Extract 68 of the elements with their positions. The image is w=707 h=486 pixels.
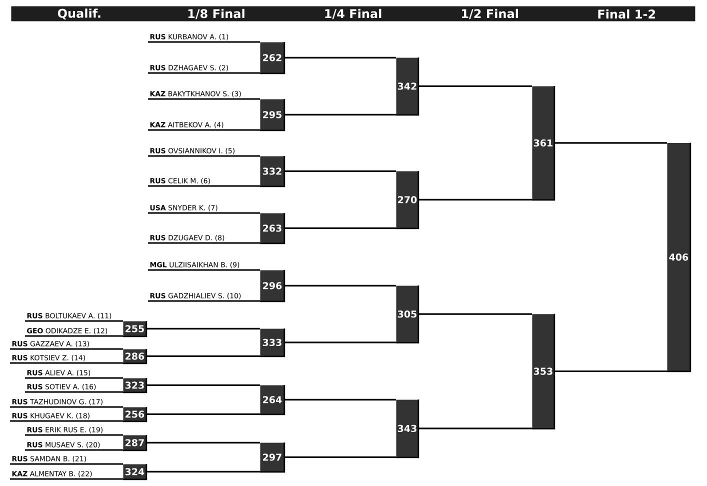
match-box: 332 [260,156,286,188]
bracket-line [418,313,532,315]
match-box: 343 [396,400,420,458]
match-box: 270 [396,171,420,230]
round-heading: 1/8 Final [188,8,244,20]
match-box: 406 [667,142,692,372]
bracket-line [148,242,260,244]
bracket-line [10,348,123,350]
bracket-line [554,142,667,144]
match-box: 286 [123,349,148,364]
match-box: 297 [260,442,286,473]
bracket-line [148,41,260,43]
match-box: 305 [396,286,420,344]
round-heading: Qualif. [58,8,100,20]
bracket-line [146,413,260,415]
bracket-line [10,406,123,408]
bracket-line [25,391,123,393]
match-box: 342 [396,58,420,116]
bracket-line [148,72,260,74]
bracket-line [284,284,396,286]
match-box: 262 [260,42,286,74]
bracket-line [148,212,260,214]
bracket-line [146,442,260,444]
bracket-line [148,300,260,302]
bracket-line [25,335,123,337]
match-box: 264 [260,385,286,416]
bracket-line [10,463,123,465]
match-box: 361 [532,86,556,201]
bracket-line [10,420,123,422]
round-heading: 1/4 Final [325,8,382,20]
bracket-line [284,170,396,172]
bracket-line [148,129,260,131]
bracket-line [146,384,260,386]
bracket-line [554,370,667,372]
bracket-line [418,428,532,430]
bracket-line [418,198,532,200]
bracket-line [25,449,123,451]
match-box: 324 [123,464,148,480]
match-box: 333 [260,328,286,358]
bracket-line [284,456,396,458]
bracket-line [25,434,123,436]
bracket-line [148,269,260,271]
bracket-line [148,155,260,157]
match-box: 323 [123,378,148,394]
bracket-line [418,85,532,87]
bracket-line [25,377,123,379]
bracket-line [148,98,260,100]
round-heading: 1/2 Final [462,8,518,20]
bracket-line [146,328,260,330]
match-box: 353 [532,314,556,430]
match-box: 287 [123,435,148,452]
bracket-line [284,398,396,400]
bracket-line [284,342,396,344]
match-box: 263 [260,213,286,244]
match-box: 255 [123,321,148,338]
bracket-line [10,362,123,364]
round-heading: Final 1-2 [598,9,656,19]
bracket-line [284,56,396,58]
match-box: 295 [260,99,286,132]
bracket-line [10,478,123,480]
match-box: 296 [260,270,286,302]
bracket-line [146,355,260,357]
bracket-line [284,114,396,116]
bracket-line [25,320,123,322]
bracket-line [284,227,396,229]
bracket-line [148,185,260,187]
match-box: 256 [123,407,148,422]
bracket-line [146,470,260,472]
